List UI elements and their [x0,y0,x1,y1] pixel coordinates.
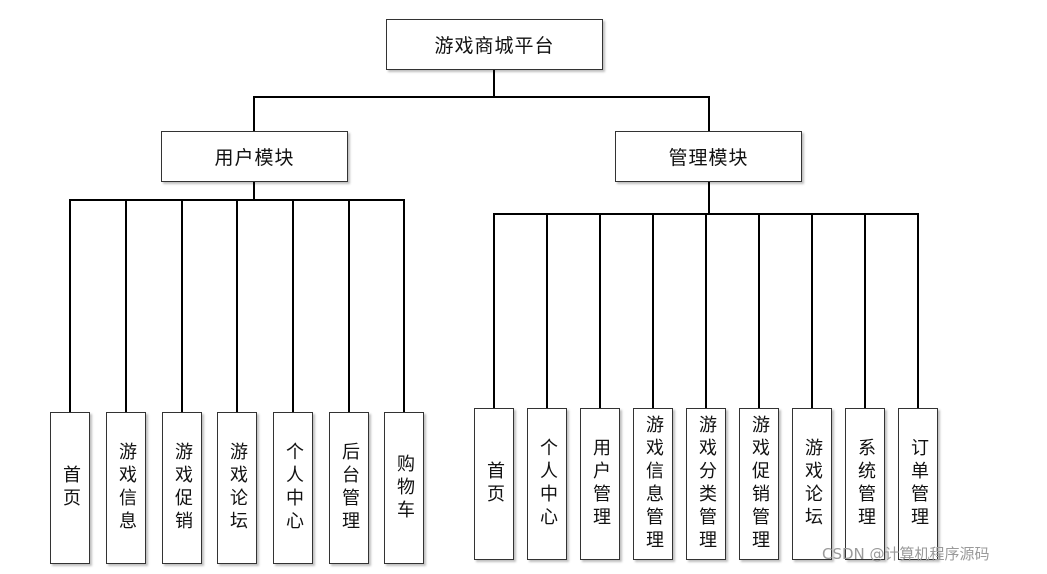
watermark-text: CSDN @计算机程序源码 [822,545,990,563]
user-child-label: 购物车 [394,453,415,523]
user-child-label: 后台管理 [339,442,360,534]
admin-child-node: 个人中心 [527,408,567,560]
admin-child-label: 个人中心 [537,438,558,530]
root-label: 游戏商城平台 [434,35,555,57]
user-child-node: 个人中心 [273,412,313,564]
root-node: 游戏商城平台 [386,19,603,70]
user-child-label: 游戏论坛 [227,442,248,534]
admin-child-node: 订单管理 [898,408,938,560]
user-child-node: 购物车 [384,412,424,564]
user-child-label: 游戏信息 [116,442,137,534]
admin-child-label: 用户管理 [590,438,611,530]
user-module-label: 用户模块 [214,147,295,169]
admin-child-node: 首页 [474,408,514,560]
admin-child-node: 用户管理 [580,408,620,560]
admin-child-label: 游戏信息管理 [643,415,664,553]
admin-child-label: 订单管理 [908,438,929,530]
admin-module-node: 管理模块 [615,131,802,182]
admin-module-label: 管理模块 [668,147,749,169]
user-child-node: 游戏论坛 [217,412,257,564]
user-child-node: 游戏信息 [106,412,146,564]
admin-child-node: 游戏分类管理 [686,408,726,560]
user-child-node: 后台管理 [329,412,369,564]
user-child-label: 游戏促销 [172,442,193,534]
user-module-node: 用户模块 [161,131,348,182]
user-child-node: 首页 [50,412,90,564]
admin-child-label: 首页 [484,461,505,507]
admin-child-node: 游戏促销管理 [739,408,779,560]
admin-child-node: 系统管理 [845,408,885,560]
admin-child-node: 游戏论坛 [792,408,832,560]
admin-child-node: 游戏信息管理 [633,408,673,560]
user-child-node: 游戏促销 [162,412,202,564]
admin-child-label: 游戏论坛 [802,438,823,530]
admin-child-label: 系统管理 [855,438,876,530]
user-child-label: 个人中心 [283,442,304,534]
admin-child-label: 游戏分类管理 [696,415,717,553]
admin-child-label: 游戏促销管理 [749,415,770,553]
user-child-label: 首页 [60,465,81,511]
